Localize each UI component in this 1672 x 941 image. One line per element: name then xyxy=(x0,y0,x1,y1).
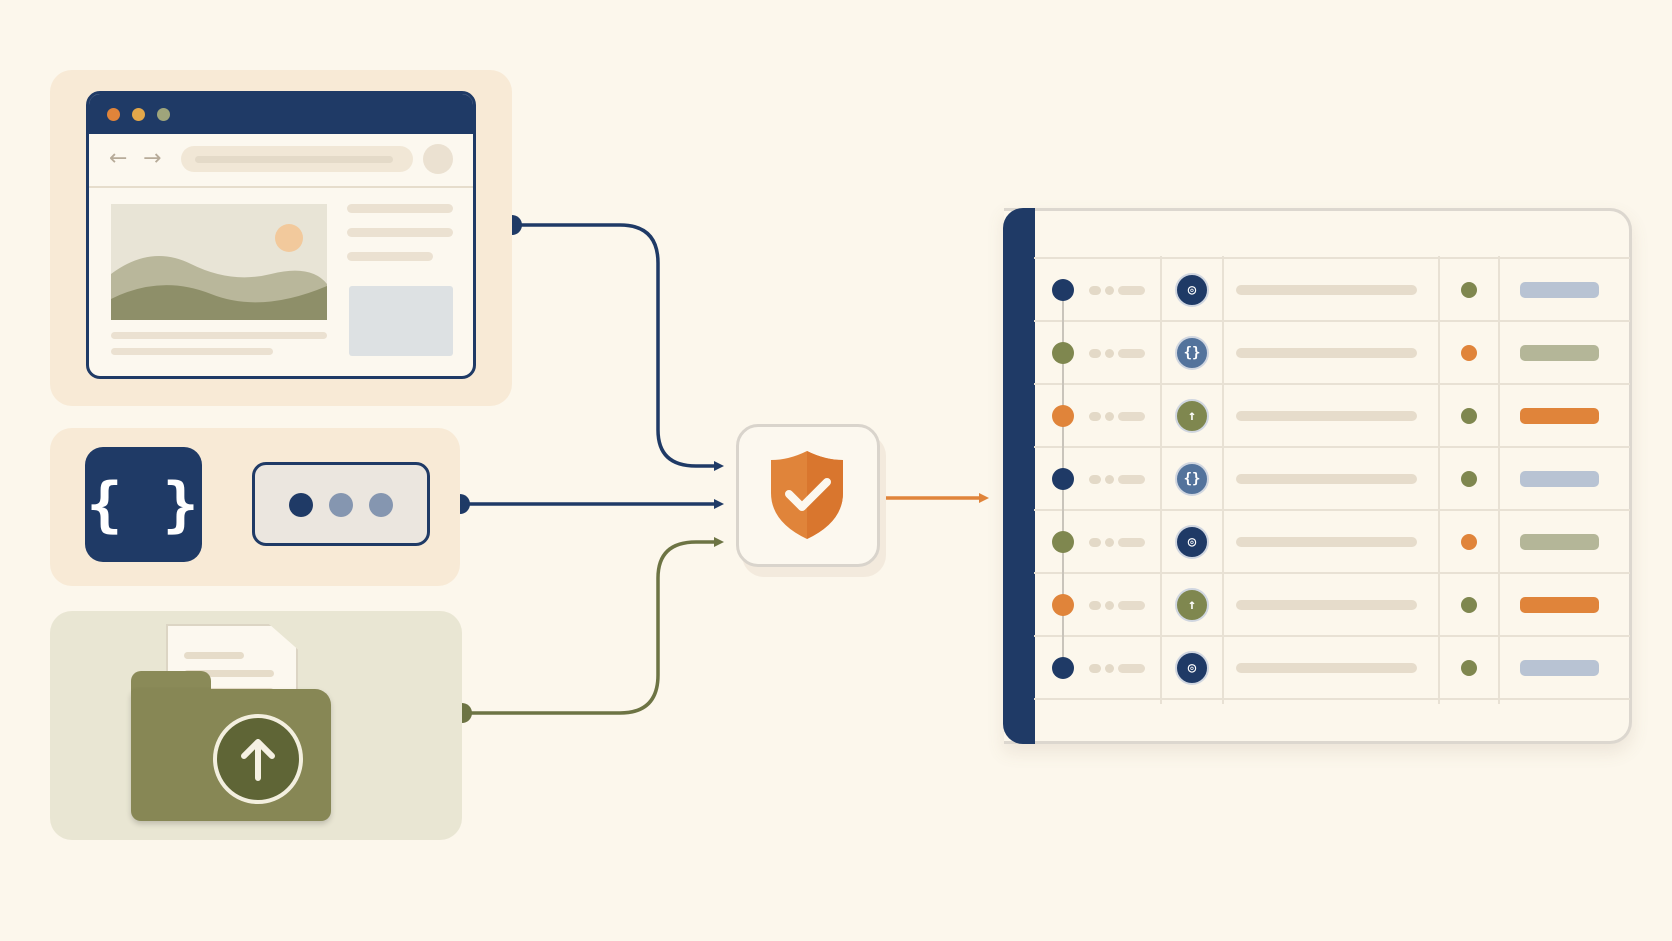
tag-badge xyxy=(1520,281,1599,298)
text-placeholder xyxy=(347,204,453,213)
id-placeholder xyxy=(1089,285,1101,295)
row-divider xyxy=(1034,383,1630,385)
id-placeholder xyxy=(1105,663,1114,673)
row-node-dot xyxy=(1052,341,1074,364)
tag-badge xyxy=(1520,470,1599,487)
column-divider xyxy=(1498,256,1500,704)
avatar xyxy=(423,144,453,174)
id-placeholder xyxy=(1105,285,1114,295)
back-arrow-icon: ← xyxy=(109,146,128,171)
curly-braces-icon: { } xyxy=(85,447,202,562)
upload-arrow-icon xyxy=(213,714,303,804)
row-divider xyxy=(1034,446,1630,448)
id-placeholder xyxy=(1089,411,1101,421)
status-dot xyxy=(1461,596,1477,613)
id-placeholder xyxy=(1118,600,1145,610)
id-placeholder xyxy=(1118,285,1145,295)
status-dot xyxy=(1461,533,1477,550)
name-placeholder xyxy=(1236,284,1417,295)
status-dot xyxy=(1461,407,1477,424)
id-placeholder xyxy=(1105,474,1114,484)
status-dot xyxy=(1461,344,1477,361)
browser-toolbar: ← → xyxy=(89,134,473,188)
file-to-shield-connector xyxy=(452,537,724,723)
status-dot xyxy=(1461,281,1477,298)
id-placeholder xyxy=(1118,537,1145,547)
browser-titlebar xyxy=(89,94,473,134)
dot xyxy=(329,493,353,517)
text-placeholder xyxy=(111,348,273,355)
text-placeholder xyxy=(111,332,327,339)
id-placeholder xyxy=(1105,348,1114,358)
status-dot xyxy=(1461,470,1477,487)
row-node-dot xyxy=(1052,467,1074,490)
column-divider xyxy=(1160,256,1162,704)
id-placeholder xyxy=(1089,348,1101,358)
globe-icon: ◎ xyxy=(1175,524,1209,559)
name-placeholder xyxy=(1236,473,1417,484)
forward-arrow-icon: → xyxy=(143,146,162,171)
braces-icon: {} xyxy=(1175,461,1209,496)
id-placeholder xyxy=(1105,600,1114,610)
braces-icon: {} xyxy=(1175,335,1209,370)
text-placeholder xyxy=(347,228,453,237)
id-placeholder xyxy=(1089,537,1101,547)
id-placeholder xyxy=(1089,663,1101,673)
dot xyxy=(289,493,313,517)
row-divider xyxy=(1034,509,1630,511)
tag-badge xyxy=(1520,344,1599,361)
api-payload-box xyxy=(252,462,430,546)
upload-icon: ↑ xyxy=(1175,398,1209,433)
tag-badge xyxy=(1520,596,1599,613)
tag-badge xyxy=(1520,533,1599,550)
validation-node xyxy=(736,424,880,567)
row-divider xyxy=(1034,698,1630,700)
id-placeholder xyxy=(1118,663,1145,673)
id-placeholder xyxy=(1105,537,1114,547)
column-divider xyxy=(1438,256,1440,704)
tag-badge xyxy=(1520,659,1599,676)
name-placeholder xyxy=(1236,410,1417,421)
upload-icon: ↑ xyxy=(1175,587,1209,622)
window-close-dot xyxy=(107,108,120,121)
shield-check-icon xyxy=(771,451,843,539)
column-divider xyxy=(1222,256,1224,704)
id-placeholder xyxy=(1089,600,1101,610)
landscape-image-icon xyxy=(111,204,327,320)
tag-badge xyxy=(1520,407,1599,424)
row-node-dot xyxy=(1052,530,1074,553)
status-dot xyxy=(1461,659,1477,676)
text-placeholder xyxy=(347,252,433,261)
row-divider xyxy=(1034,635,1630,637)
web-to-shield-connector xyxy=(502,215,724,471)
row-divider xyxy=(1034,257,1630,259)
dot xyxy=(369,493,393,517)
name-placeholder xyxy=(1236,347,1417,358)
url-bar xyxy=(181,146,413,172)
globe-icon: ◎ xyxy=(1175,650,1209,685)
table-side-rail xyxy=(1003,208,1035,744)
row-node-dot xyxy=(1052,404,1074,427)
row-divider xyxy=(1034,320,1630,322)
browser-window-icon: ← → xyxy=(86,91,476,379)
content-card xyxy=(349,286,453,356)
name-placeholder xyxy=(1236,662,1417,673)
globe-icon: ◎ xyxy=(1175,272,1209,307)
row-node-dot xyxy=(1052,278,1074,301)
row-node-dot xyxy=(1052,656,1074,679)
id-placeholder xyxy=(1089,474,1101,484)
window-maximize-dot xyxy=(157,108,170,121)
window-minimize-dot xyxy=(132,108,145,121)
row-node-dot xyxy=(1052,593,1074,616)
row-divider xyxy=(1034,572,1630,574)
name-placeholder xyxy=(1236,599,1417,610)
name-placeholder xyxy=(1236,536,1417,547)
id-placeholder xyxy=(1105,411,1114,421)
id-placeholder xyxy=(1118,348,1145,358)
id-placeholder xyxy=(1118,474,1145,484)
id-placeholder xyxy=(1118,411,1145,421)
